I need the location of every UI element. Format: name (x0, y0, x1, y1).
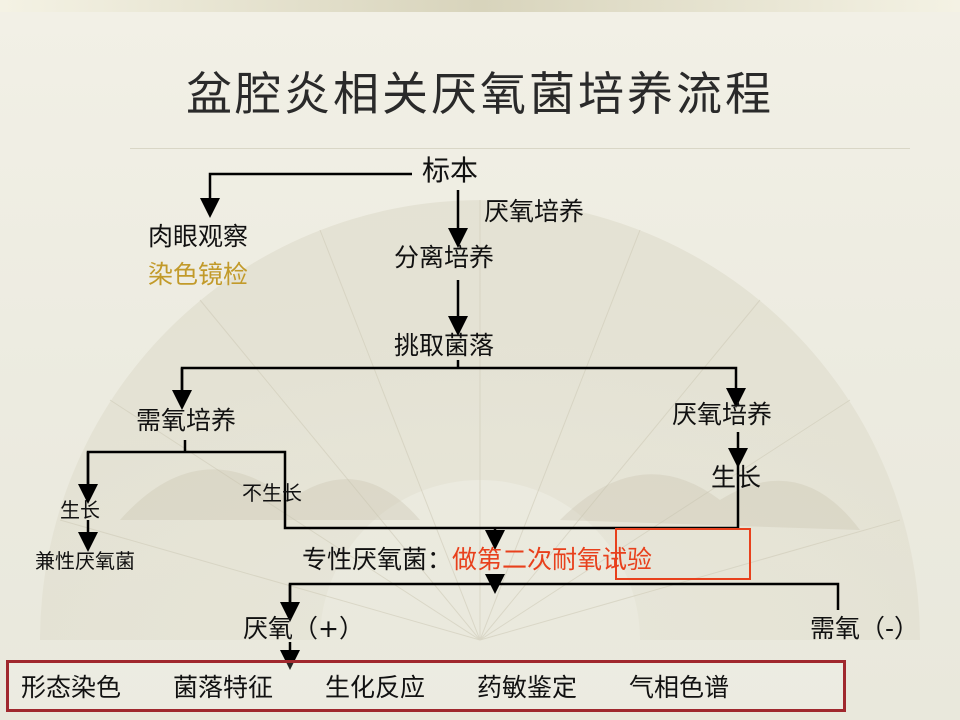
method-biochemical: 生化反应 (325, 673, 426, 702)
slide-title: 盆腔炎相关厌氧菌培养流程 (186, 67, 774, 121)
top-decoration-bar (0, 0, 960, 12)
node-specimen: 标本 (422, 154, 479, 187)
oxygen-tolerance-test-label: 耐氧试验 (552, 545, 653, 574)
title-divider (130, 148, 910, 149)
oxygen-tolerance-highlight-box (615, 528, 751, 580)
method-gas-chromatography: 气相色谱 (629, 673, 730, 702)
node-growth-left: 生长 (60, 498, 100, 522)
node-anaerobic-positive: 厌氧（+） (243, 614, 364, 643)
method-colony-features: 菌落特征 (173, 673, 274, 702)
second-test-label: 做第二次 (452, 545, 553, 574)
node-no-growth: 不生长 (242, 481, 302, 505)
node-anaerobic-culture-2: 厌氧培养 (672, 400, 773, 429)
node-pick-colonies: 挑取菌落 (394, 331, 495, 360)
method-drug-sensitivity: 药敏鉴定 (477, 673, 578, 702)
method-morphology-stain: 形态染色 (21, 673, 122, 702)
node-growth-right: 生长 (711, 463, 762, 492)
node-obligate-anaerobe: 专性厌氧菌：做第二次耐氧试验 (302, 547, 652, 572)
node-stain-microscopy: 染色镜检 (148, 260, 249, 289)
node-anaerobic-culture-1: 厌氧培养 (484, 197, 585, 226)
identification-methods-box: 形态染色 菌落特征 生化反应 药敏鉴定 气相色谱 (6, 660, 846, 712)
node-isolation-culture: 分离培养 (394, 243, 495, 272)
obligate-prefix: 专性厌氧菌： (302, 545, 453, 574)
node-facultative-anaerobe: 兼性厌氧菌 (35, 549, 135, 573)
node-aerobic-culture: 需氧培养 (136, 406, 237, 435)
node-aerobic-negative: 需氧（-） (810, 614, 920, 643)
node-gross-observation: 肉眼观察 (148, 222, 249, 251)
